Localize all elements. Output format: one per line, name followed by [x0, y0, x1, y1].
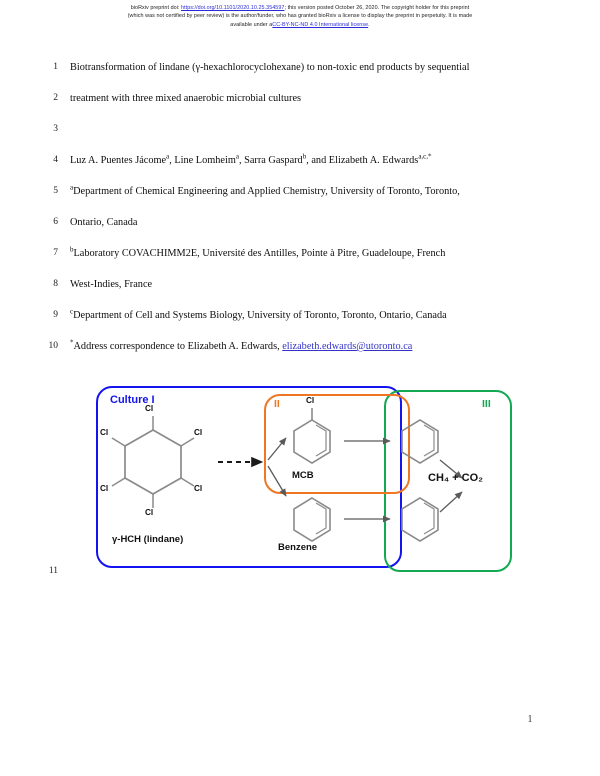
banner-line-3: available under aCC-BY-NC-ND 4.0 Interna… [0, 21, 600, 29]
culture3-benzene-structure-top [401, 419, 439, 464]
manuscript-line: 8 West-Indies, France [0, 279, 600, 310]
lindane-structure [124, 429, 182, 495]
affiliation-c-line-1: cDepartment of Cell and Systems Biology,… [70, 307, 550, 322]
chlorine-label: Cl [100, 484, 109, 493]
page-title-line-2: treatment with three mixed anaerobic mic… [70, 93, 302, 104]
mcb-chlorine-label: Cl [306, 396, 315, 405]
author-list: Luz A. Puentes Jácomea, Line Lomheima, S… [70, 152, 550, 167]
author-2: , Line Lomheim [169, 155, 236, 166]
line-number: 1 [53, 62, 58, 72]
line-number: 2 [53, 93, 58, 103]
page-number: 1 [527, 714, 533, 725]
affiliation-c-text: Department of Cell and Systems Biology, … [73, 310, 447, 321]
line-number: 7 [53, 248, 58, 258]
culture-1-box [96, 386, 402, 568]
manuscript-line: 5 aDepartment of Chemical Engineering an… [0, 183, 600, 217]
license-link[interactable]: CC-BY-NC-ND 4.0 International license [272, 21, 369, 28]
page-title-line-1: Biotransformation of lindane (γ-hexachlo… [70, 62, 470, 73]
benzene-label: Benzene [278, 542, 318, 553]
banner-license-suffix: . [368, 21, 370, 28]
manuscript-line: 2 treatment with three mixed anaerobic m… [0, 93, 600, 124]
chlorine-label: Cl [145, 404, 154, 413]
line-number: 3 [53, 124, 58, 134]
chlorine-label: Cl [194, 484, 203, 493]
arrows-to-culture-3 [344, 437, 391, 523]
manuscript-line: 1 Biotransformation of lindane (γ-hexach… [0, 62, 600, 93]
affiliation-a-line-1: aDepartment of Chemical Engineering and … [70, 183, 550, 198]
author-1-affil-marker: a [166, 152, 170, 161]
biorxiv-preprint-banner: bioRxiv preprint doi: https://doi.org/10… [0, 4, 600, 29]
culture-3-label: III [482, 398, 491, 410]
culture-2-label: II [274, 398, 280, 410]
affiliation-b-line-2: West-Indies, France [70, 279, 153, 290]
figure-graphical-abstract: Culture I II III [96, 386, 516, 574]
affiliation-c-marker: c [70, 307, 74, 316]
banner-doi-suffix: ; this version posted October 26, 2020. … [284, 5, 470, 11]
manuscript-body: 1 Biotransformation of lindane (γ-hexach… [0, 62, 600, 372]
manuscript-line: 4 Luz A. Puentes Jácomea, Line Lomheima,… [0, 152, 600, 186]
line-number: 6 [53, 217, 58, 227]
correspondence-marker: * [70, 338, 74, 347]
author-3: , Sarra Gaspard [238, 155, 303, 166]
author-1: Luz A. Puentes Jácome [70, 155, 167, 166]
affiliation-b-line-1: bLaboratory COVACHIMM2E, Université des … [70, 245, 550, 260]
line-number: 9 [53, 310, 58, 320]
line-number: 10 [48, 341, 59, 351]
chlorine-label: Cl [100, 428, 109, 437]
author-3-affil-marker: b [302, 152, 307, 161]
line-number: 11 [48, 566, 58, 576]
affiliation-b-text: Laboratory COVACHIMM2E, Université des A… [73, 248, 446, 259]
manuscript-line: 7 bLaboratory COVACHIMM2E, Université de… [0, 245, 600, 279]
culture-1-label: Culture I [110, 394, 155, 406]
doi-link[interactable]: https://doi.org/10.1101/2020.10.25.35459… [181, 5, 285, 11]
culture-3-box [384, 390, 512, 572]
banner-license-prefix: available under a [230, 21, 273, 28]
lindane-label: γ-HCH (lindane) [112, 534, 184, 545]
end-products-label: CH₄ + CO₂ [428, 472, 484, 484]
correspondence-line: *Address correspondence to Elizabeth A. … [70, 338, 550, 353]
manuscript-line-blank: 3 [0, 124, 600, 155]
culture-2-box [264, 394, 410, 494]
banner-line-2: (which was not certified by peer review)… [127, 13, 473, 20]
banner-doi-prefix: bioRxiv preprint doi: [130, 5, 182, 11]
line-number: 8 [53, 279, 58, 289]
affiliation-b-marker: b [70, 245, 74, 254]
banner-line-1: bioRxiv preprint doi: https://doi.org/10… [0, 4, 600, 12]
reaction-scheme-svg [111, 408, 463, 542]
arrows-to-end-products [439, 459, 463, 513]
mcb-structure [293, 408, 331, 464]
corresponding-author-email-link[interactable]: elizabeth.edwards@utoronto.ca [282, 341, 413, 352]
benzene-structure [293, 497, 331, 542]
manuscript-line: 9 cDepartment of Cell and Systems Biolog… [0, 307, 600, 341]
culture3-benzene-structure-bottom [401, 497, 439, 542]
manuscript-line: 6 Ontario, Canada [0, 217, 600, 248]
mcb-label: MCB [292, 470, 314, 481]
author-4: , and Elizabeth A. Edwards [306, 155, 419, 166]
chlorine-label: Cl [194, 428, 203, 437]
line-number: 4 [53, 155, 58, 165]
author-4-affil-marker: a,c,* [418, 152, 432, 161]
branch-arrows [267, 437, 287, 497]
line-number: 5 [53, 186, 58, 196]
author-2-affil-marker: a [235, 152, 239, 161]
chlorine-label: Cl [145, 508, 154, 517]
correspondence-text: Address correspondence to Elizabeth A. E… [73, 341, 283, 352]
affiliation-a-text: Department of Chemical Engineering and A… [73, 186, 460, 197]
manuscript-line: 10 *Address correspondence to Elizabeth … [0, 338, 600, 372]
affiliation-a-line-2: Ontario, Canada [70, 217, 138, 228]
affiliation-a-marker: a [70, 183, 74, 192]
